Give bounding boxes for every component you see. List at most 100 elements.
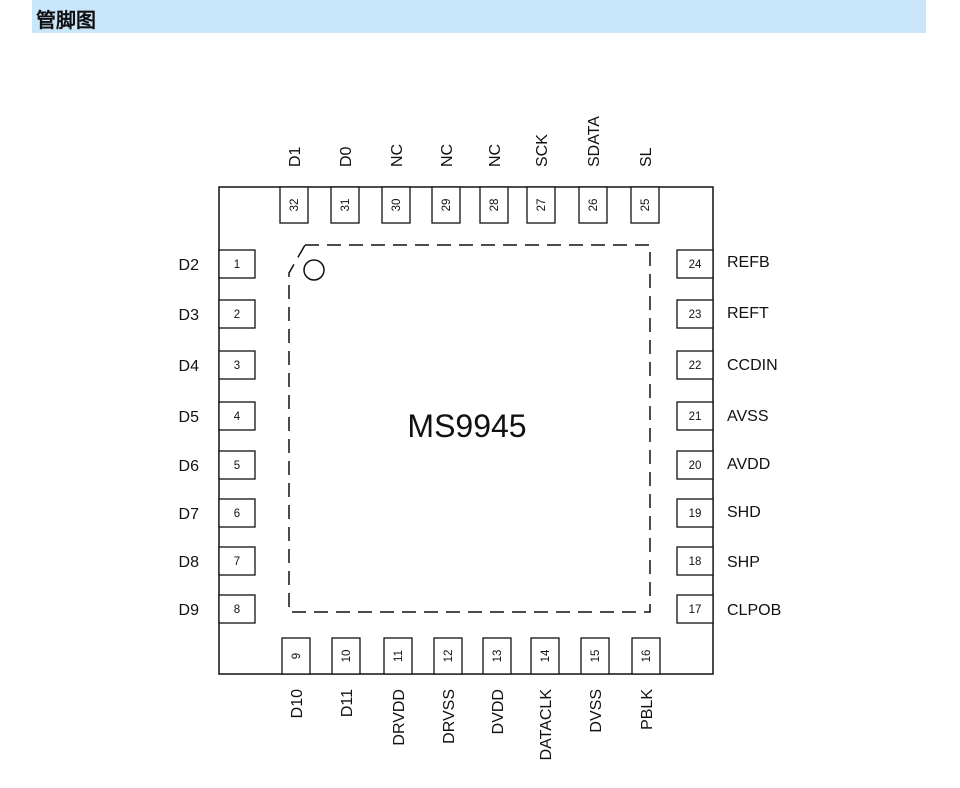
pin-number: 32 xyxy=(289,199,301,212)
pin-pad xyxy=(431,186,461,224)
pin-pad xyxy=(218,249,256,279)
pin-pad xyxy=(676,249,714,279)
pin-label: AVDD xyxy=(727,456,770,473)
pin-number: 6 xyxy=(234,508,240,520)
pin-label: CLPOB xyxy=(727,602,781,619)
pin-label: D1 xyxy=(287,146,304,167)
pin-pad xyxy=(218,594,256,624)
pin-label: PBLK xyxy=(639,689,656,730)
pin-pad xyxy=(676,594,714,624)
pin-20: 20 AVDD xyxy=(676,450,770,480)
pin-number: 10 xyxy=(341,650,353,663)
pin-32: 32 D1 xyxy=(279,146,309,224)
pin-pad xyxy=(578,186,608,224)
pin-number: 1 xyxy=(234,259,240,271)
pin-number: 31 xyxy=(340,199,352,212)
section-header: 管脚图 xyxy=(32,0,926,33)
pin-pad xyxy=(676,350,714,380)
section-title: 管脚图 xyxy=(36,8,96,32)
pin-pad xyxy=(281,637,311,675)
pin-pad xyxy=(381,186,411,224)
pin-number: 27 xyxy=(536,199,548,212)
pin-24: 24 REFB xyxy=(676,249,770,279)
pin-number: 30 xyxy=(391,199,403,212)
pin-7: 7 D8 xyxy=(179,546,256,576)
pin-number: 26 xyxy=(588,199,600,212)
pin-pad xyxy=(218,498,256,528)
pin-pad xyxy=(631,637,661,675)
pin-25: 25 SL xyxy=(630,147,660,224)
pin-pad xyxy=(530,637,560,675)
pin-pad xyxy=(580,637,610,675)
pin-label: DRVDD xyxy=(391,689,408,746)
pin-number: 29 xyxy=(441,199,453,212)
pin-number: 20 xyxy=(689,460,702,472)
pin-label: D10 xyxy=(289,689,306,718)
pin-label: NC xyxy=(487,144,504,167)
pin-label: NC xyxy=(439,144,456,167)
pin-label: D0 xyxy=(338,146,355,167)
pin-number: 24 xyxy=(689,259,702,271)
pin-5: 5D6 xyxy=(179,450,256,480)
pin-number: 28 xyxy=(489,199,501,212)
pin-number: 22 xyxy=(689,360,702,372)
pin-label: SHD xyxy=(727,504,761,521)
pin-number: 16 xyxy=(641,650,653,663)
pin-number: 11 xyxy=(393,650,405,662)
pin-number: 2 xyxy=(234,309,240,321)
pin-number: 4 xyxy=(234,411,241,423)
chip-name: MS9945 xyxy=(407,408,526,444)
pin-number: 3 xyxy=(234,360,240,372)
pin-number: 19 xyxy=(689,508,702,520)
pin-22: 22 CCDIN xyxy=(676,350,778,380)
pin-pad xyxy=(279,186,309,224)
pin-number: 13 xyxy=(492,650,504,663)
pin-label: D9 xyxy=(179,602,200,619)
pin-number: 15 xyxy=(590,650,602,663)
pin-label: D11 xyxy=(339,689,356,717)
pin-number: 17 xyxy=(689,604,702,616)
pin1-marker xyxy=(303,259,325,281)
pin-31: 31 D0 xyxy=(330,146,360,224)
pin-label: REFB xyxy=(727,254,770,271)
pin-label: D3 xyxy=(179,307,200,324)
pin-number: 21 xyxy=(689,411,702,423)
pin-label: SDATA xyxy=(586,116,603,167)
pin-label: DATACLK xyxy=(538,689,555,761)
pin-label: D4 xyxy=(179,358,200,375)
pin-number: 25 xyxy=(640,199,652,212)
pin-pad xyxy=(218,546,256,576)
pin-8: 8 D9 xyxy=(179,594,256,624)
pin-label: CCDIN xyxy=(727,357,778,374)
pin-pad xyxy=(526,186,556,224)
pin-pad xyxy=(676,546,714,576)
pin-number: 9 xyxy=(291,653,303,659)
pin-label: D7 xyxy=(179,506,200,523)
pin-17: 17 CLPOB xyxy=(676,594,781,624)
pin-label: D2 xyxy=(179,257,200,274)
pin-pad xyxy=(218,401,256,431)
pin-label: REFT xyxy=(727,305,769,322)
pin-26: 26 SDATA xyxy=(578,116,608,224)
pin-pad xyxy=(479,186,509,224)
pin-label: DVSS xyxy=(588,689,605,733)
pin-number: 8 xyxy=(234,604,240,616)
pin-number: 12 xyxy=(443,650,455,663)
pin-pad xyxy=(433,637,463,675)
pin-number: 7 xyxy=(234,556,240,568)
pin-2: 2 D3 xyxy=(179,299,256,329)
pin-number: 5 xyxy=(234,460,240,472)
pin-label: SL xyxy=(638,147,655,167)
pin-pad xyxy=(676,299,714,329)
pin-3: 3 D4 xyxy=(179,350,256,380)
pin-label: D8 xyxy=(179,554,200,571)
